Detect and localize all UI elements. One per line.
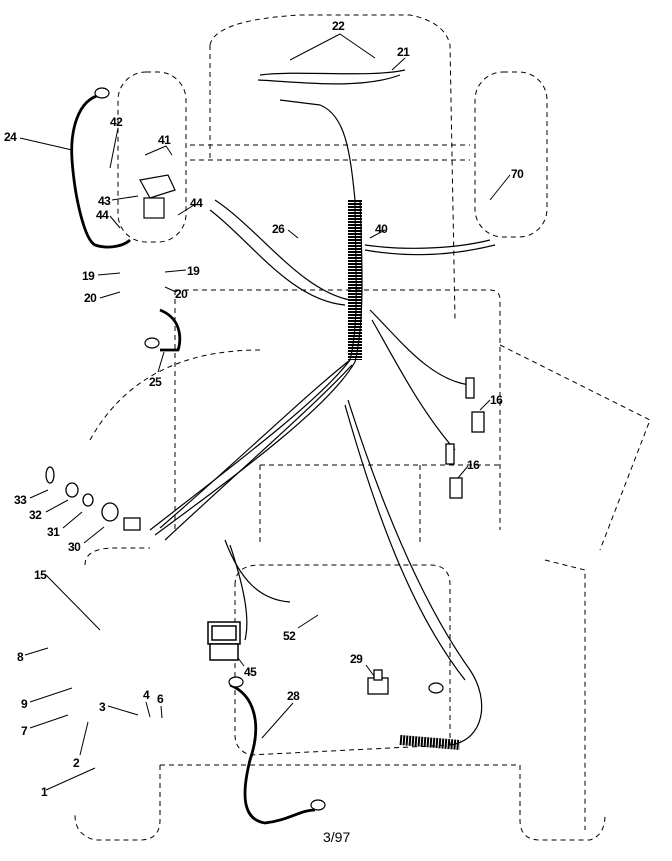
cable-24 (70, 93, 131, 249)
part-label-20: 20 (175, 287, 188, 301)
part-label-19: 19 (187, 264, 200, 278)
coiled-conduit-40 (348, 200, 461, 750)
part-label-4: 4 (143, 688, 150, 702)
module-45 (207, 621, 241, 661)
part-label-25: 25 (149, 375, 162, 389)
part-label-8: 8 (17, 650, 24, 664)
part-label-30: 30 (68, 540, 81, 554)
cable-25 (159, 308, 182, 352)
connectors-16 (445, 377, 485, 499)
part-label-44: 44 (190, 196, 203, 210)
part-label-29: 29 (350, 652, 363, 666)
part-label-22: 22 (332, 19, 345, 33)
part-label-41: 41 (158, 133, 171, 147)
part-label-20: 20 (84, 291, 97, 305)
ignition-switch-assembly (45, 466, 141, 531)
revision-date: 3/97 (323, 829, 351, 845)
part-label-7: 7 (21, 724, 28, 738)
part-label-6: 6 (157, 692, 164, 706)
part-label-52: 52 (283, 629, 296, 643)
solenoid-43 (139, 174, 176, 219)
part-label-43: 43 (98, 194, 111, 208)
part-label-28: 28 (287, 689, 300, 703)
part-label-44: 44 (96, 208, 109, 222)
leader-lines (19, 33, 511, 791)
part-label-3: 3 (99, 700, 106, 714)
seat-switch-29 (367, 669, 389, 695)
harness-wires (149, 69, 496, 746)
part-label-33: 33 (14, 493, 27, 507)
ring-terminals (94, 87, 444, 811)
part-label-45: 45 (244, 665, 257, 679)
part-label-31: 31 (47, 525, 60, 539)
part-label-15: 15 (34, 568, 47, 582)
cable-28 (229, 683, 316, 825)
part-label-24: 24 (4, 130, 17, 144)
part-label-16: 16 (490, 393, 503, 407)
part-label-19: 19 (82, 269, 95, 283)
battery-cables (70, 93, 316, 825)
part-label-32: 32 (29, 508, 42, 522)
part-label-21: 21 (397, 45, 410, 59)
tractor-outline (74, 14, 651, 841)
part-label-40: 40 (375, 222, 388, 236)
part-label-1: 1 (41, 785, 48, 799)
part-label-26: 26 (272, 222, 285, 236)
part-label-42: 42 (110, 115, 123, 129)
part-label-70: 70 (511, 167, 524, 181)
part-label-9: 9 (21, 697, 28, 711)
part-label-16: 16 (467, 458, 480, 472)
part-label-2: 2 (73, 756, 80, 770)
